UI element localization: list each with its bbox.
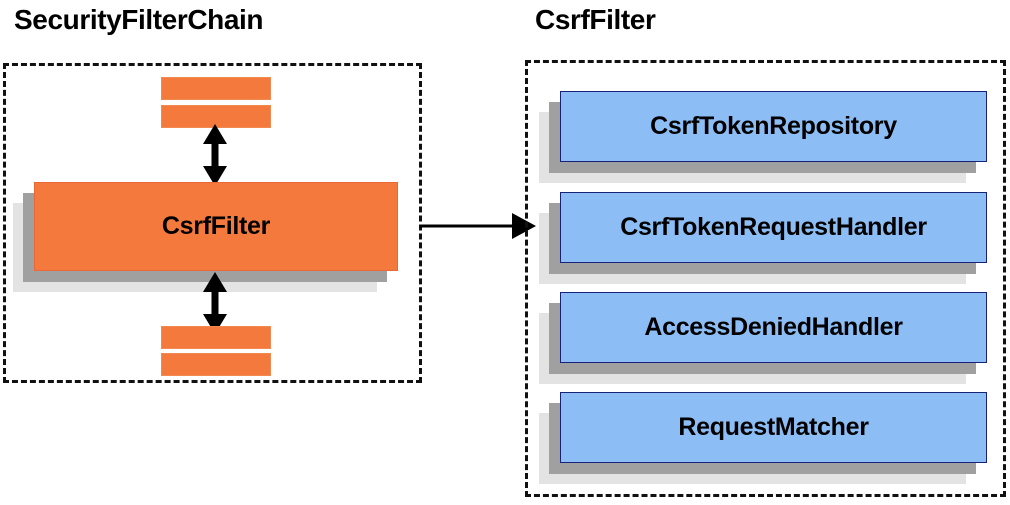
- security-filter-chain-container: [3, 63, 422, 383]
- expand-arrow: [420, 213, 536, 239]
- node-face: RequestMatcher: [560, 392, 987, 463]
- csrf-filter-container: [525, 60, 1006, 497]
- node-face: CsrfTokenRepository: [560, 91, 987, 162]
- filter-bar-top-1: [161, 77, 271, 100]
- node-label: CsrfFilter: [161, 212, 271, 240]
- node-label: CsrfTokenRequestHandler: [620, 213, 927, 241]
- node-label: CsrfTokenRepository: [650, 112, 897, 140]
- filter-bar-bottom-2: [161, 353, 271, 376]
- node-face: CsrfTokenRequestHandler: [560, 192, 987, 263]
- node-csrf-filter[interactable]: CsrfFilter: [13, 182, 398, 292]
- node-access-denied-handler[interactable]: AccessDeniedHandler: [539, 292, 987, 384]
- node-face: AccessDeniedHandler: [560, 292, 987, 363]
- node-csrf-token-repository[interactable]: CsrfTokenRepository: [539, 91, 987, 183]
- node-label: RequestMatcher: [678, 413, 869, 441]
- arrow-up-down-bottom: [203, 272, 227, 334]
- node-label: AccessDeniedHandler: [644, 313, 903, 341]
- arrow-up-down-top: [203, 124, 227, 186]
- right-panel-title: CsrfFilter: [535, 4, 656, 35]
- node-request-matcher[interactable]: RequestMatcher: [539, 392, 987, 484]
- node-face: CsrfFilter: [34, 182, 398, 271]
- node-csrf-token-request-handler[interactable]: CsrfTokenRequestHandler: [539, 192, 987, 284]
- filter-bar-bottom-1: [161, 326, 271, 349]
- left-panel-title: SecurityFilterChain: [14, 4, 264, 35]
